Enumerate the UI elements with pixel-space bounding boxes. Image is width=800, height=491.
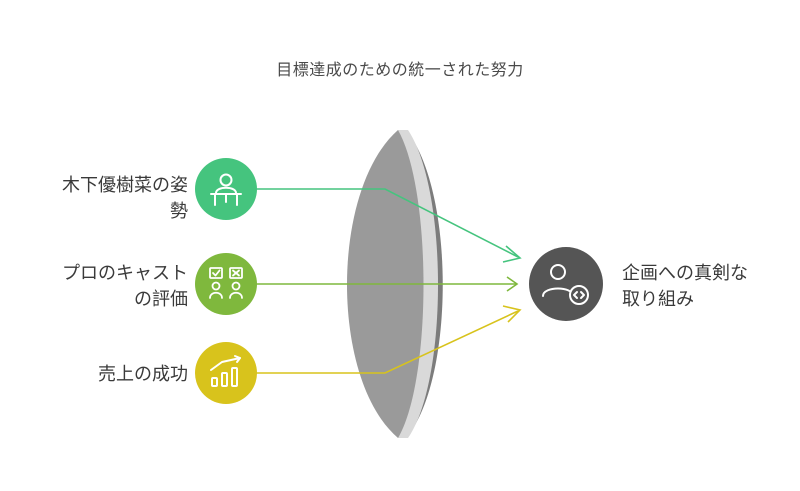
input-label-sales: 売上の成功 [18, 362, 188, 388]
connector-sales [256, 310, 519, 374]
connector-pro-arrowhead [506, 276, 519, 292]
input-label-pro-line2: の評価 [134, 289, 188, 310]
input-label-kinoshita: 木下優樹菜の姿 勢 [18, 173, 188, 225]
input-label-pro: プロのキャスト の評価 [0, 261, 188, 313]
output-label-line1: 企画への真剣な [622, 263, 748, 284]
connector-kinoshita-arrowhead [502, 245, 522, 263]
user-code-icon [542, 264, 589, 305]
growth-chart-icon [210, 355, 241, 387]
connectors [256, 188, 522, 374]
output-node [529, 247, 603, 321]
diagram-title: 目標達成のための統一された努力 [276, 60, 524, 79]
input-node-pro [195, 253, 257, 315]
input-label-sales-line1: 売上の成功 [98, 364, 188, 385]
input-label-kinoshita-line1: 木下優樹菜の姿 [62, 175, 188, 196]
input-label-kinoshita-line2: 勢 [170, 201, 188, 222]
output-label-line2: 取り組み [622, 289, 694, 310]
input-node-kinoshita [195, 158, 257, 220]
input-node-sales [195, 342, 257, 404]
output-label: 企画への真剣な 取り組み [622, 261, 792, 313]
connector-sales-arrowhead [502, 305, 522, 323]
presenter-icon [210, 173, 242, 206]
evaluation-icon [209, 267, 243, 299]
connector-kinoshita [256, 188, 519, 258]
input-label-pro-line1: プロのキャスト [62, 263, 188, 284]
